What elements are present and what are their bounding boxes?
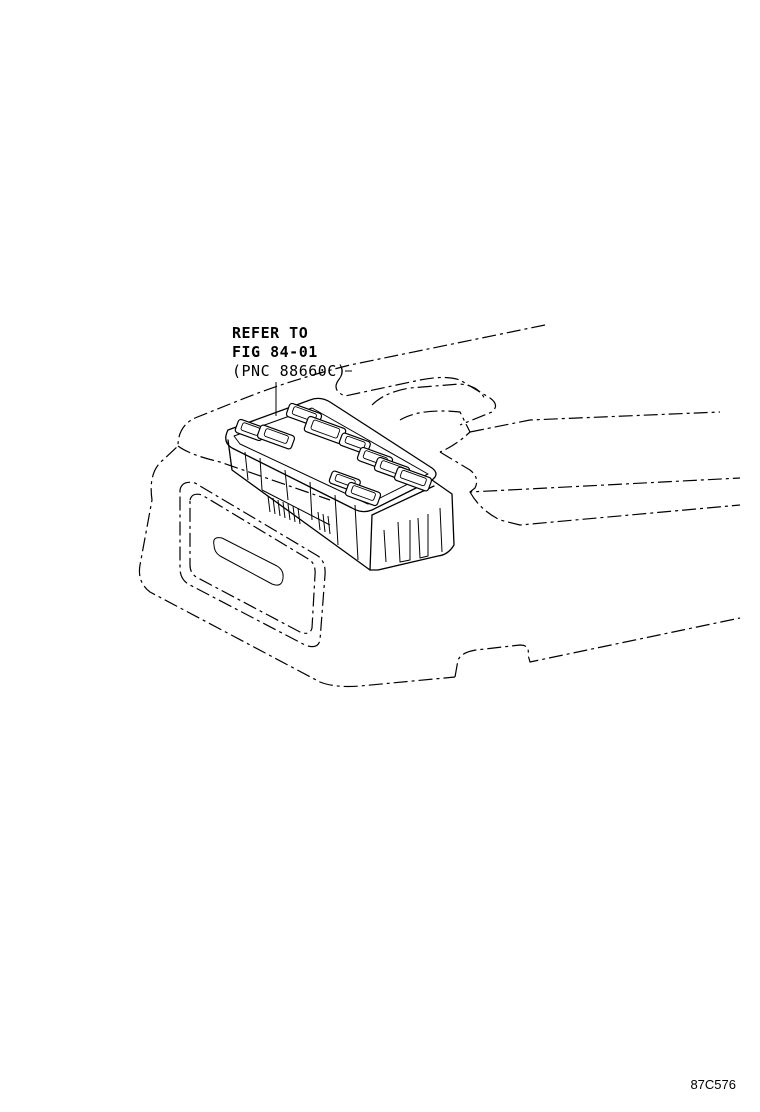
console-phantom-outline <box>138 324 741 688</box>
switch-assembly <box>225 397 455 571</box>
connector-vents <box>267 495 331 535</box>
refer-to-callout: REFER TO FIG 84-01 (PNC 88660C) <box>232 324 346 381</box>
callout-leader-lines <box>275 370 352 416</box>
illustration-code: 87C576 <box>690 1077 736 1092</box>
switch-buttons <box>234 402 433 507</box>
callout-line-1: REFER TO <box>232 324 309 342</box>
callout-line-2: FIG 84-01 <box>232 343 318 361</box>
callout-pnc: (PNC 88660C) <box>232 362 347 380</box>
